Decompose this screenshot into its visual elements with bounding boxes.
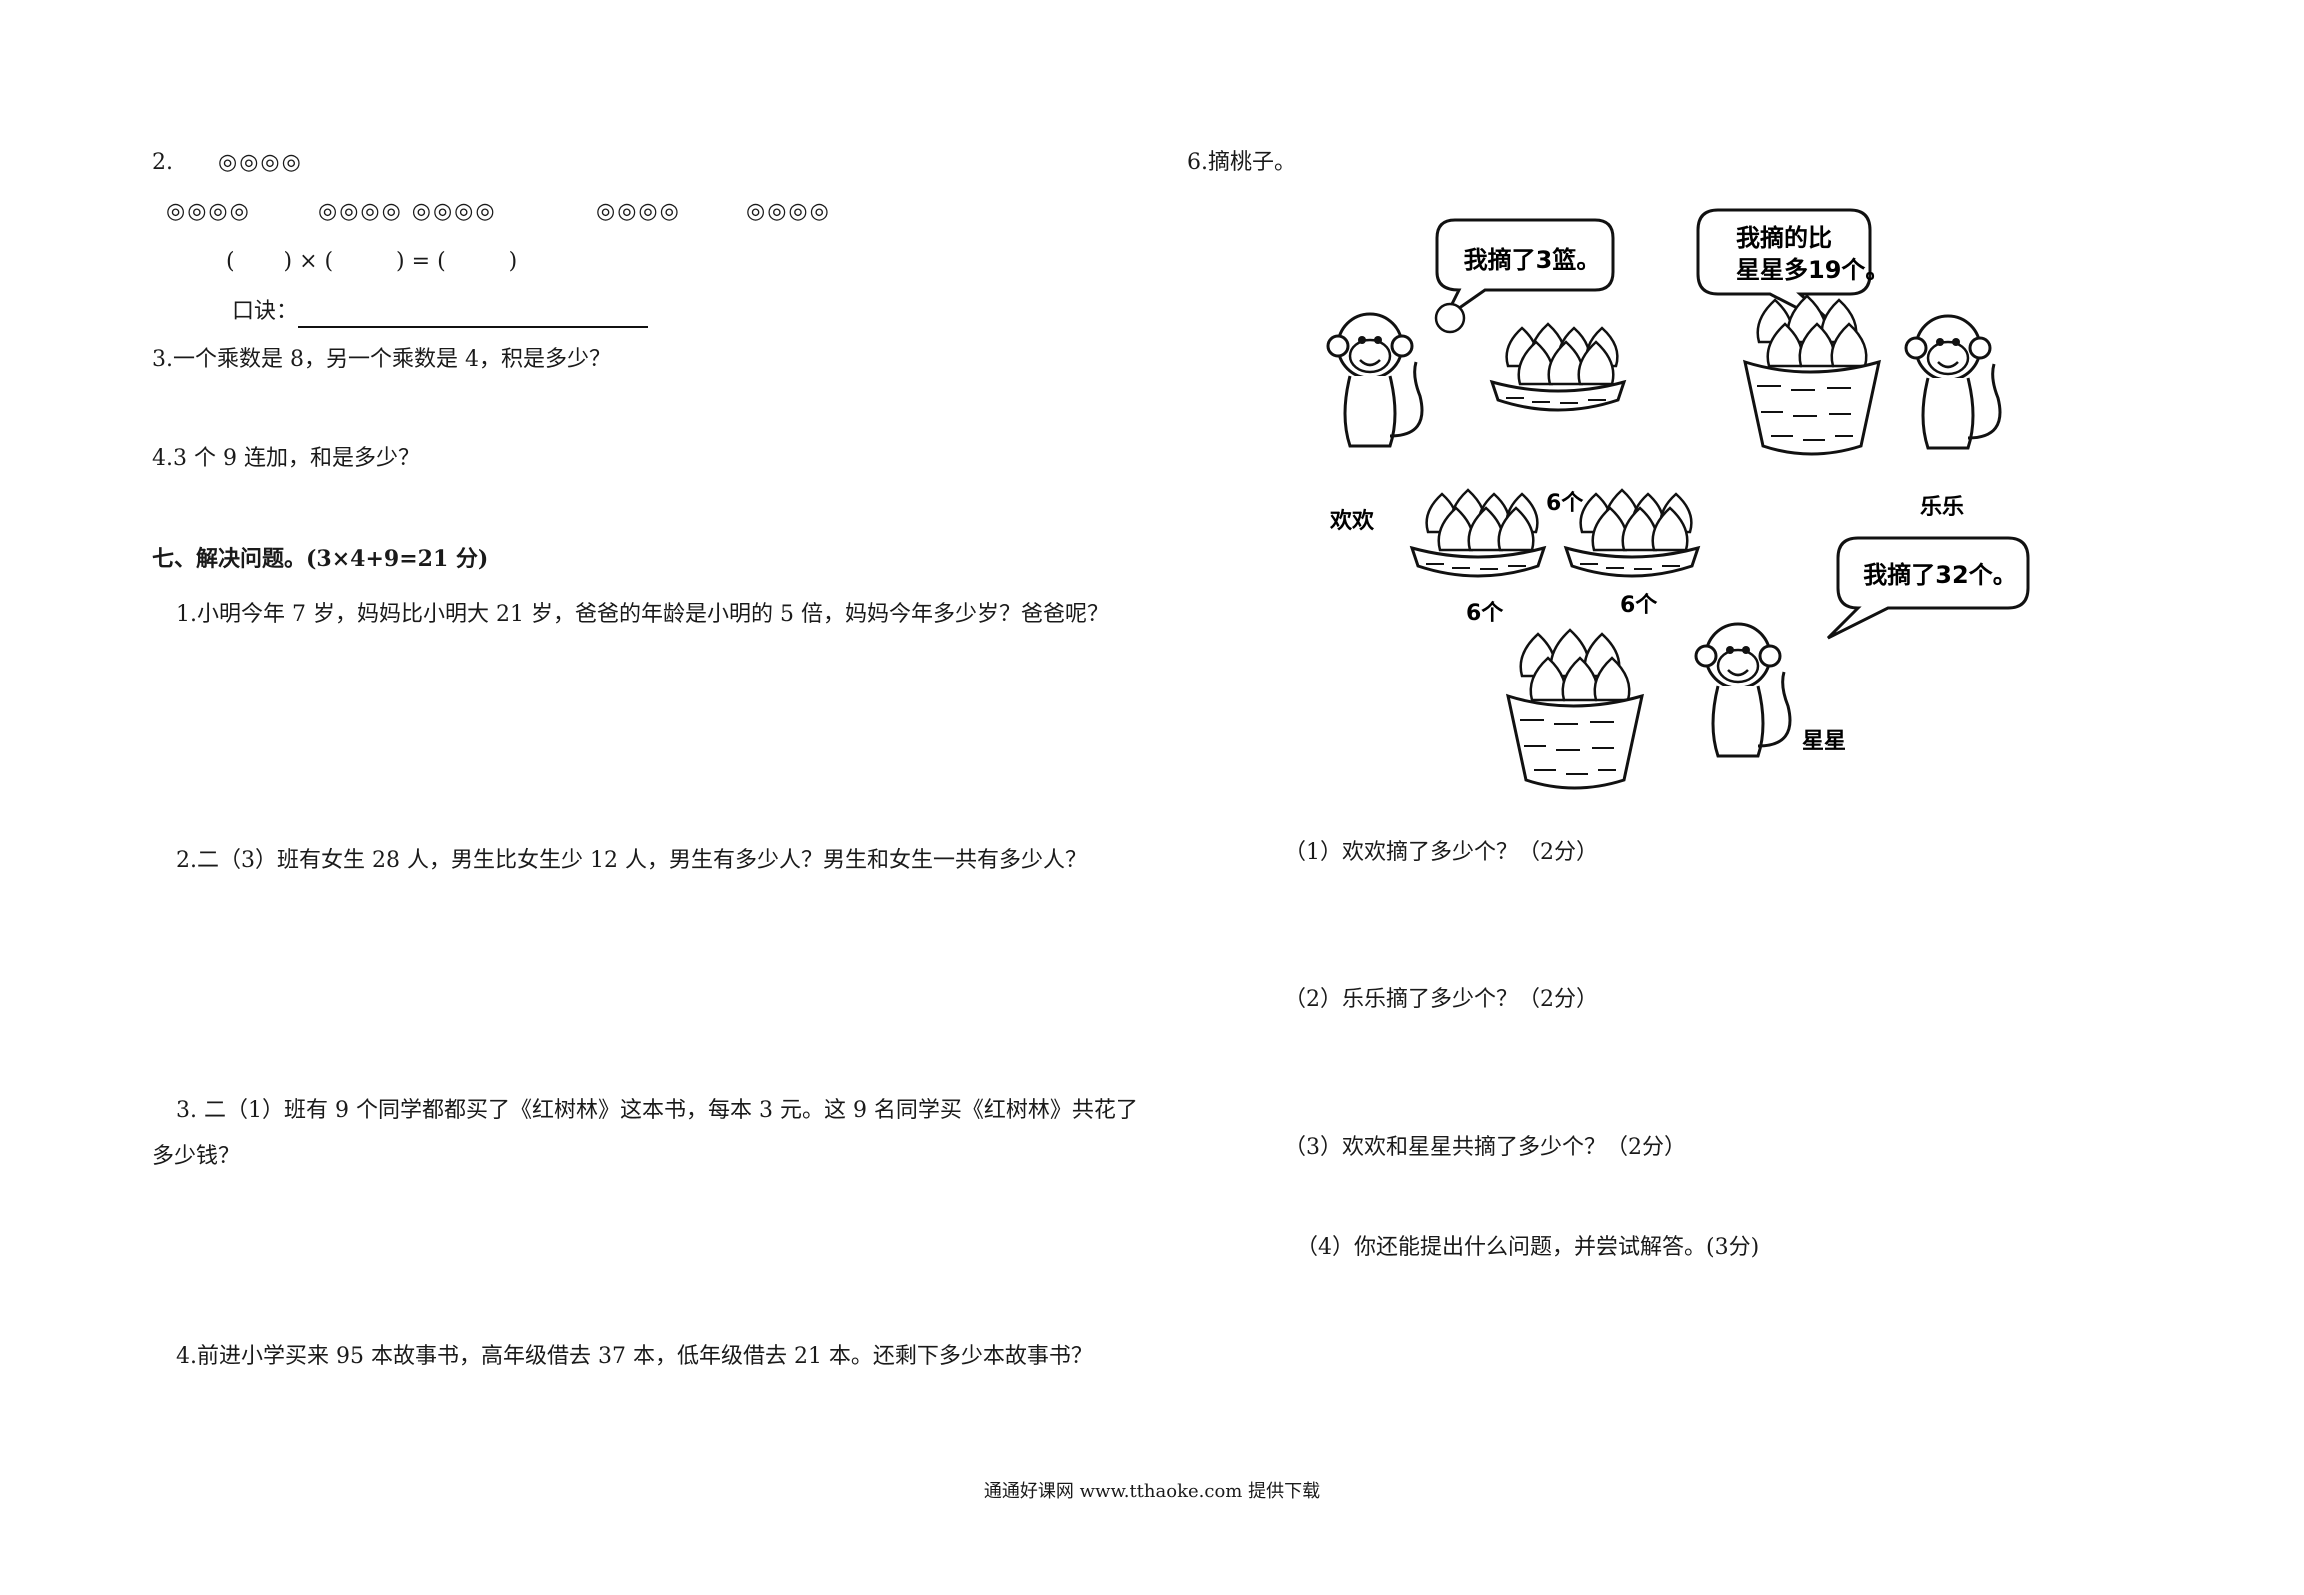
- name-lele: 乐乐: [1920, 495, 1964, 520]
- basket-xingxing: [1506, 628, 1644, 790]
- peach-picking-illustration: 我摘了3篮。 我摘的比 星星多19个。 我摘了32个。 6个 6个 6个 欢欢 …: [1326, 208, 2030, 790]
- q2-circle-group-1: ◎◎◎◎: [166, 199, 251, 224]
- held-peach: [1434, 302, 1466, 334]
- basket-label-2: 6个: [1466, 601, 1504, 626]
- q6-title: 6.摘桃子。: [1187, 150, 1296, 175]
- q2-koujue-row: 口诀：: [232, 296, 649, 328]
- q2-circle-group-2: ◎◎◎◎ ◎◎◎◎: [318, 199, 497, 224]
- basket-right: [1564, 488, 1700, 578]
- section7-problem-2: 2.二（3）班有女生 28 人，男生比女生少 12 人，男生有多少人？男生和女生…: [176, 848, 1087, 873]
- basket-top: [1490, 322, 1626, 412]
- q2-number: 2.: [152, 150, 173, 175]
- basket-left: [1410, 488, 1546, 578]
- section7-problem-3: 3. 二（1）班有 9 个同学都都买了《红树林》这本书，每本 3 元。这 9 名…: [152, 1098, 1138, 1169]
- name-huanhuan: 欢欢: [1329, 508, 1375, 534]
- q2-circle-group-3: ◎◎◎◎: [596, 199, 681, 224]
- section7-title: 七、解决问题。(3×4+9=21 分): [152, 546, 489, 572]
- footer-source: 通通好课网 www.tthaoke.com 提供下载: [983, 1481, 1321, 1502]
- q2-koujue-blank[interactable]: [298, 302, 649, 328]
- monkey-xingxing: [1694, 622, 1792, 758]
- q2-top-circles: ◎◎◎◎: [218, 150, 303, 175]
- section7-problem-4: 4.前进小学买来 95 本故事书，高年级借去 37 本，低年级借去 21 本。还…: [176, 1344, 1093, 1369]
- bubble-lele-text-2: 星星多19个。: [1736, 256, 1889, 284]
- q6-sub-3: （3）欢欢和星星共摘了多少个？（2分）: [1284, 1135, 1686, 1160]
- q2-koujue-label: 口诀：: [232, 299, 299, 324]
- q6-sub-2: （2）乐乐摘了多少个？（2分）: [1284, 987, 1598, 1012]
- q4-question: 4.3 个 9 连加，和是多少？: [152, 446, 420, 471]
- q3-question: 3.一个乘数是 8，另一个乘数是 4，积是多少？: [152, 347, 611, 372]
- monkey-huanhuan: [1326, 312, 1424, 448]
- q2-circle-group-4: ◎◎◎◎: [746, 199, 831, 224]
- basket-label-1: 6个: [1546, 491, 1584, 516]
- bubble-lele-text-1: 我摘的比: [1736, 224, 1832, 252]
- bubble-xingxing-text: 我摘了32个。: [1863, 561, 2016, 589]
- q6-sub-1: （1）欢欢摘了多少个？（2分）: [1284, 840, 1598, 865]
- name-xingxing: 星星: [1802, 729, 1846, 754]
- section7-problem-1: 1.小明今年 7 岁，妈妈比小明大 21 岁，爸爸的年龄是小明的 5 倍，妈妈今…: [176, 602, 1109, 627]
- q2-equation: ( ) × ( ) = ( ): [226, 249, 518, 274]
- monkey-lele: [1904, 314, 2002, 450]
- q6-sub-4: （4）你还能提出什么问题，并尝试解答。(3分): [1296, 1235, 1760, 1260]
- bubble-huanhuan-text: 我摘了3篮。: [1464, 246, 1601, 274]
- bubble-xingxing-shape: [1826, 536, 2030, 640]
- bubble-huanhuan-shape: [1435, 218, 1615, 320]
- basket-label-3: 6个: [1620, 593, 1658, 618]
- basket-lele: [1743, 294, 1881, 456]
